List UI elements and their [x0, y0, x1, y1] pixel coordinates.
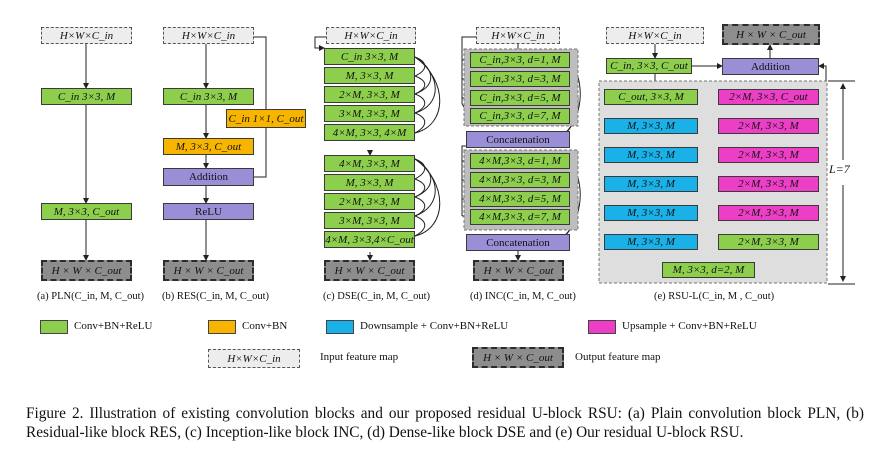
rsu-decoder-3: 2×M, 3×3, M: [718, 147, 819, 163]
dse-g1-conv-5: 4×M, 3×3, 4×M: [324, 124, 415, 141]
dse-g1-conv-4: 3×M, 3×3, M: [324, 105, 415, 122]
res-conv1-box: C_in 3×3, M: [163, 88, 254, 105]
res-caption: (b) RES(C_in, M, C_out): [162, 291, 270, 302]
pln-conv2-box: M, 3×3, C_out: [41, 203, 132, 220]
rsu-output-box: H × W × C_out: [722, 24, 820, 45]
rsu-encoder-5: M, 3×3, M: [604, 205, 698, 221]
res-output-box: H × W × C_out: [163, 260, 254, 281]
figure-caption: Figure 2. Illustration of existing convo…: [26, 405, 864, 441]
legend-conv-bn-label: Conv+BN: [242, 320, 288, 332]
legend-input-box: H×W×C_in: [208, 349, 300, 368]
pln-input-box: H×W×C_in: [41, 27, 132, 44]
rsu-encoder-4: M, 3×3, M: [604, 176, 698, 192]
legend-output-box: H × W × C_out: [472, 347, 564, 368]
inc-g2-conv-3: 4×M,3×3, d=5, M: [470, 191, 570, 207]
res-conv2-box: M, 3×3, C_out: [163, 138, 254, 155]
legend-downsample-label: Downsample + Conv+BN+ReLU: [360, 320, 509, 332]
rsu-encoder-3: M, 3×3, M: [604, 147, 698, 163]
inc-g2-conv-2: 4×M,3×3, d=3, M: [470, 172, 570, 188]
pln-output-box: H × W × C_out: [41, 260, 132, 281]
inc-caption: (d) INC(C_in, M, C_out): [470, 291, 576, 302]
inc-g1-conv-2: C_in,3×3, d=3, M: [470, 71, 570, 87]
rsu-decoder-4: 2×M, 3×3, M: [718, 176, 819, 192]
dse-g1-conv-3: 2×M, 3×3, M: [324, 86, 415, 103]
inc-g2-conv-4: 4×M,3×3, d=7, M: [470, 209, 570, 225]
rsu-decoder-6: 2×M, 3×3, M: [718, 234, 819, 250]
res-shortcut-box: C_in 1×1, C_out: [226, 109, 306, 128]
rsu-decoder-5: 2×M, 3×3, M: [718, 205, 819, 221]
rsu-encoder-6: M, 3×3, M: [604, 234, 698, 250]
inc-g1-conv-3: C_in,3×3, d=5, M: [470, 90, 570, 106]
dse-g2-conv-4: 3×M, 3×3, M: [324, 212, 415, 229]
rsu-addition-box: Addition: [722, 58, 819, 75]
inc-g2-conv-1: 4×M,3×3, d=1, M: [470, 153, 570, 169]
dse-input-box: H×W×C_in: [326, 27, 416, 44]
inc-concat1-box: Concatenation: [466, 131, 570, 148]
inc-input-box: H×W×C_in: [476, 27, 560, 44]
pln-conv1-box: C_in 3×3, M: [41, 88, 132, 105]
rsu-bottom-dilated-box: M, 3×3, d=2, M: [662, 262, 755, 278]
legend-green-swatch: [40, 320, 68, 334]
dse-g1-conv-2: M, 3×3, M: [324, 67, 415, 84]
legend-orange-swatch: [208, 320, 236, 334]
inc-concat2-box: Concatenation: [466, 234, 570, 251]
legend-input-label: Input feature map: [320, 351, 399, 363]
inc-g1-conv-1: C_in,3×3, d=1, M: [470, 52, 570, 68]
rsu-input-box: H×W×C_in: [606, 27, 704, 44]
inc-output-box: H × W × C_out: [473, 260, 564, 281]
legend-magenta-swatch: [588, 320, 616, 334]
rsu-caption: (e) RSU-L(C_in, M , C_out): [654, 291, 775, 302]
rsu-depth-label: L=7: [829, 162, 850, 177]
rsu-encoder-1: C_out, 3×3, M: [604, 89, 698, 105]
rsu-conv-in-box: C_in, 3×3, C_out: [606, 58, 692, 74]
legend-cyan-swatch: [326, 320, 354, 334]
dse-g2-conv-1: 4×M, 3×3, M: [324, 155, 415, 172]
rsu-decoder-1: 2×M, 3×3, C_out: [718, 89, 819, 105]
dse-g2-conv-5: 4×M, 3×3,4×C_out: [324, 231, 415, 248]
dse-output-box: H × W × C_out: [324, 260, 415, 281]
res-addition-box: Addition: [163, 168, 254, 186]
res-relu-box: ReLU: [163, 203, 254, 220]
res-input-box: H×W×C_in: [163, 27, 254, 44]
legend-conv-bn-relu-label: Conv+BN+ReLU: [74, 320, 153, 332]
dse-g2-conv-2: M, 3×3, M: [324, 174, 415, 191]
legend-output-label: Output feature map: [575, 351, 661, 363]
legend-upsample-label: Upsample + Conv+BN+ReLU: [622, 320, 757, 332]
dse-caption: (c) DSE(C_in, M, C_out): [323, 291, 431, 302]
dse-g1-conv-1: C_in 3×3, M: [324, 48, 415, 65]
rsu-encoder-2: M, 3×3, M: [604, 118, 698, 134]
inc-g1-conv-4: C_in,3×3, d=7, M: [470, 108, 570, 124]
pln-caption: (a) PLN(C_in, M, C_out): [37, 291, 145, 302]
rsu-decoder-2: 2×M, 3×3, M: [718, 118, 819, 134]
dse-g2-conv-3: 2×M, 3×3, M: [324, 193, 415, 210]
